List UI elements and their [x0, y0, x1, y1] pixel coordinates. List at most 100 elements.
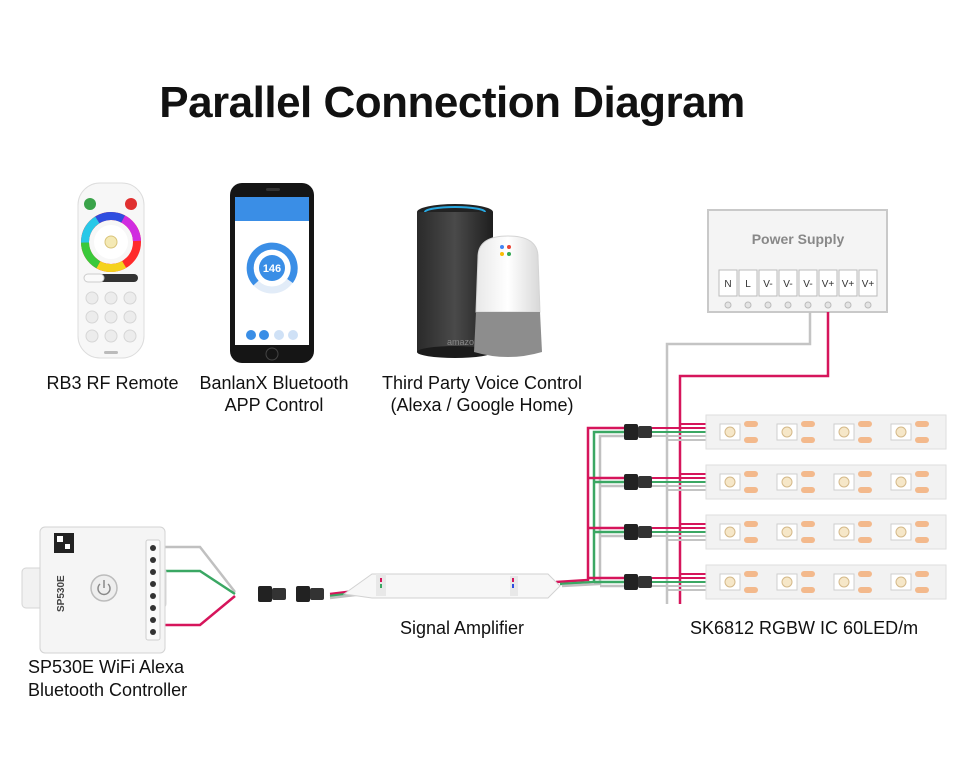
terminal-screw — [744, 301, 752, 309]
terminal-box — [858, 269, 878, 297]
diagram-title: Parallel Connection Diagram — [159, 78, 745, 127]
solder-pad — [801, 421, 815, 427]
signal-amplifier — [342, 573, 561, 599]
led-chip — [895, 526, 907, 538]
strip-caption: SK6812 RGBW IC 60LED/m — [690, 618, 919, 638]
led-chip — [781, 526, 793, 538]
remote-on-button — [84, 198, 96, 210]
solder-pad — [801, 521, 815, 527]
led-chip — [895, 476, 907, 488]
voice-speakers: amazon — [417, 204, 542, 358]
solder-pad — [744, 571, 758, 577]
led-chip — [838, 476, 850, 488]
app-caption-line2: APP Control — [224, 395, 324, 415]
terminal-screw — [804, 301, 812, 309]
terminal-screw — [864, 301, 872, 309]
solder-pad — [744, 437, 758, 443]
solder-pad — [744, 421, 758, 427]
power-supply: Power Supply N L V- V- V- V+ V+ V+ — [707, 209, 888, 313]
solder-pad — [744, 537, 758, 543]
solder-pad — [744, 521, 758, 527]
solder-pad — [915, 521, 929, 527]
terminal-screw — [784, 301, 792, 309]
terminal-label: N — [724, 279, 731, 290]
solder-pad — [744, 487, 758, 493]
terminal-box — [718, 269, 738, 297]
terminal-label: V+ — [862, 279, 875, 290]
connectors — [258, 424, 652, 602]
solder-pad — [915, 437, 929, 443]
solder-pad — [915, 471, 929, 477]
solder-pad — [801, 571, 815, 577]
led-chip — [781, 476, 793, 488]
terminal-screw — [824, 301, 832, 309]
led-chip — [724, 526, 736, 538]
solder-pad — [915, 587, 929, 593]
terminal-label: L — [745, 279, 751, 290]
solder-pad — [858, 421, 872, 427]
solder-pad — [915, 421, 929, 427]
terminal-screw — [844, 301, 852, 309]
solder-pad — [801, 471, 815, 477]
controller-caption-line2: Bluetooth Controller — [28, 680, 188, 700]
led-chip — [724, 576, 736, 588]
led-chip — [781, 426, 793, 438]
terminal-screw — [764, 301, 772, 309]
voice-caption-line2: (Alexa / Google Home) — [390, 395, 574, 415]
led-chip — [781, 576, 793, 588]
app-brightness-value: 146 — [263, 263, 281, 275]
terminal-box — [838, 269, 858, 297]
jst-connector — [272, 588, 286, 600]
controller-model: SP530E — [56, 575, 67, 612]
terminal-box — [798, 269, 818, 297]
rf-remote — [77, 182, 145, 359]
terminal-label: V- — [763, 279, 772, 290]
jst-connector — [624, 424, 638, 440]
remote-off-button — [125, 198, 137, 210]
led-strips — [705, 414, 947, 600]
terminal-screw — [724, 301, 732, 309]
solder-pad — [858, 571, 872, 577]
jst-connector — [638, 426, 652, 438]
led-chip — [838, 526, 850, 538]
app-caption-line1: BanlanX Bluetooth — [199, 373, 349, 393]
solder-pad — [801, 537, 815, 543]
solder-pad — [915, 571, 929, 577]
echo-brand: amazon — [447, 337, 479, 347]
solder-pad — [858, 487, 872, 493]
solder-pad — [744, 587, 758, 593]
amplifier-caption: Signal Amplifier — [399, 618, 525, 638]
led-chip — [838, 576, 850, 588]
solder-pad — [858, 537, 872, 543]
power-supply-label: Power Supply — [752, 231, 845, 247]
terminal-label: V+ — [822, 279, 835, 290]
solder-pad — [801, 587, 815, 593]
voice-caption-line1: Third Party Voice Control — [381, 373, 583, 393]
jst-connector — [638, 576, 652, 588]
remote-caption: RB3 RF Remote — [46, 373, 179, 393]
solder-pad — [915, 487, 929, 493]
led-strip — [705, 464, 947, 500]
led-chip — [895, 426, 907, 438]
controller-box: SP530E — [21, 526, 167, 654]
terminal-box — [778, 269, 798, 297]
jst-connector — [638, 476, 652, 488]
terminal-label: V- — [783, 279, 792, 290]
terminal-label: V- — [803, 279, 812, 290]
terminal-box — [818, 269, 838, 297]
led-chip — [724, 476, 736, 488]
wires — [165, 312, 830, 627]
jst-connector — [296, 586, 310, 602]
led-chip — [895, 576, 907, 588]
jst-connector — [624, 524, 638, 540]
solder-pad — [858, 521, 872, 527]
solder-pad — [858, 471, 872, 477]
terminal-box — [738, 269, 758, 297]
solder-pad — [801, 437, 815, 443]
jst-connector — [624, 474, 638, 490]
terminal-box — [758, 269, 778, 297]
solder-pad — [858, 437, 872, 443]
solder-pad — [801, 487, 815, 493]
terminal-label: V+ — [842, 279, 855, 290]
